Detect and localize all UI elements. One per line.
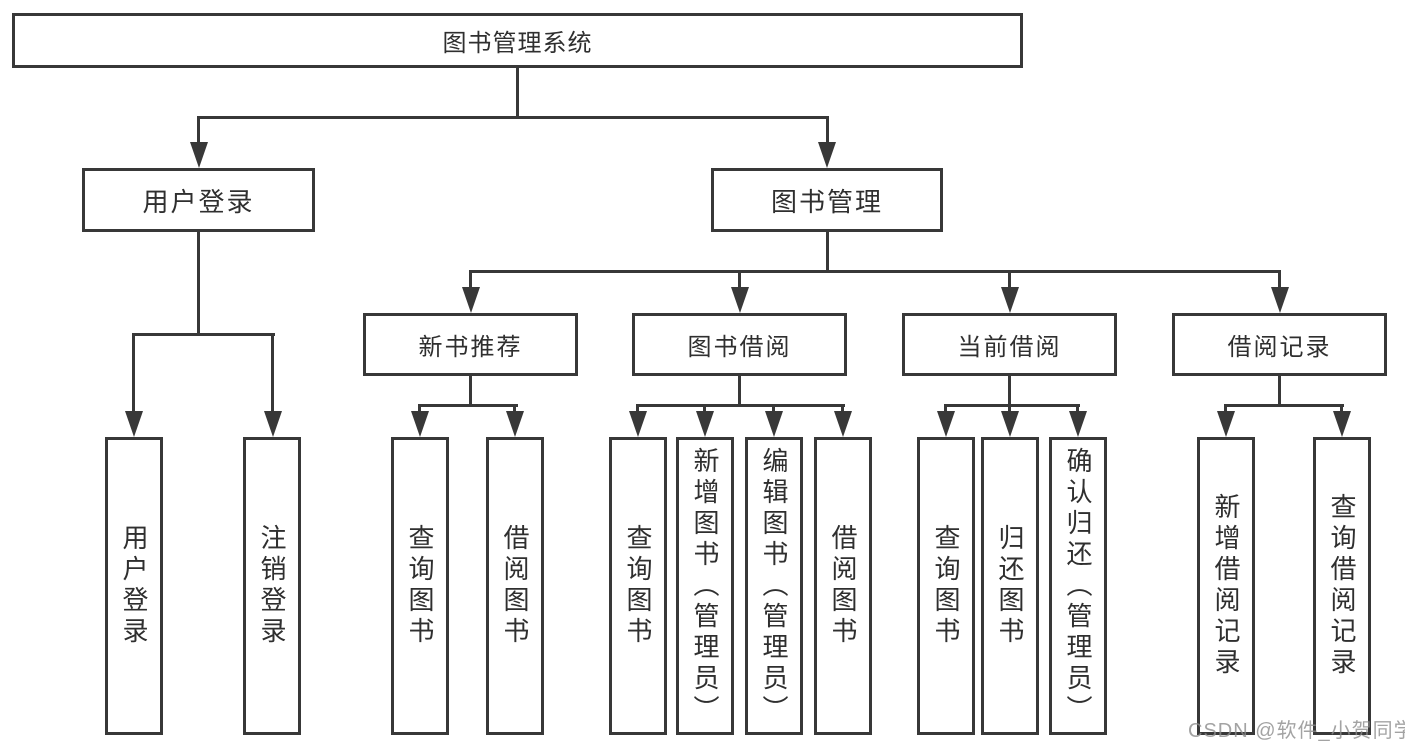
connector-segment	[513, 404, 516, 415]
node-label: 新书推荐	[418, 334, 523, 361]
node-label: 确认归还（管理员）	[1063, 446, 1093, 726]
node-label: 查询图书	[623, 524, 653, 648]
connector-segment	[1278, 270, 1281, 290]
node-label: 查询图书	[931, 524, 961, 648]
connector-segment	[418, 404, 518, 407]
leaf-return-books: 归还图书	[981, 437, 1039, 735]
connector-segment	[841, 404, 844, 415]
leaf-query-books-1: 查询图书	[391, 437, 449, 735]
connector-segment	[772, 404, 775, 415]
leaf-query-books-2: 查询图书	[609, 437, 667, 735]
arrowhead	[264, 411, 282, 437]
connector-segment	[469, 270, 1281, 273]
connector-segment	[636, 404, 845, 407]
node-borrow-records: 借阅记录	[1172, 313, 1387, 376]
arrowhead	[937, 411, 955, 437]
arrowhead	[125, 411, 143, 437]
arrowhead	[696, 411, 714, 437]
connector-segment	[1278, 374, 1281, 407]
leaf-confirm-return-admin: 确认归还（管理员）	[1049, 437, 1107, 735]
node-label: 用户登录	[142, 186, 255, 217]
node-label: 归还图书	[995, 524, 1025, 648]
arrowhead	[765, 411, 783, 437]
node-label: 当前借阅	[957, 334, 1062, 361]
connector-segment	[703, 404, 706, 415]
leaf-query-books-3: 查询图书	[917, 437, 975, 735]
node-new-book-recommend: 新书推荐	[363, 313, 578, 376]
connector-segment	[738, 374, 741, 407]
node-label: 注销登录	[257, 524, 287, 648]
csdn-watermark: CSDN @软件_小贺同学	[1188, 720, 1405, 742]
node-label: 图书管理系统	[442, 30, 593, 57]
connector-segment	[1076, 404, 1079, 415]
connector-segment	[271, 333, 274, 413]
connector-segment	[1008, 404, 1011, 415]
node-label: 新增借阅记录	[1211, 493, 1241, 679]
connector-segment	[132, 333, 135, 413]
connector-segment	[197, 116, 200, 144]
connector-segment	[1008, 270, 1011, 290]
node-label: 图书借阅	[687, 334, 792, 361]
arrowhead	[1001, 411, 1019, 437]
node-book-borrowing: 图书借阅	[632, 313, 847, 376]
node-label: 编辑图书（管理员）	[759, 446, 789, 726]
node-label: 新增图书（管理员）	[690, 446, 720, 726]
leaf-user-login: 用户登录	[105, 437, 163, 735]
leaf-add-books-admin: 新增图书（管理员）	[676, 437, 734, 735]
connector-segment	[636, 404, 639, 415]
connector-segment	[132, 333, 275, 336]
arrowhead	[834, 411, 852, 437]
connector-segment	[418, 404, 421, 415]
arrowhead	[818, 142, 836, 168]
connector-segment	[1224, 404, 1344, 407]
arrowhead	[411, 411, 429, 437]
node-label: 查询借阅记录	[1327, 493, 1357, 679]
arrowhead	[506, 411, 524, 437]
connector-segment	[197, 116, 829, 119]
node-label: 借阅记录	[1227, 334, 1332, 361]
node-label: 借阅图书	[500, 524, 530, 648]
connector-segment	[197, 230, 200, 336]
arrowhead	[190, 142, 208, 168]
connector-segment	[1224, 404, 1227, 415]
connector-segment	[469, 270, 472, 290]
connector-segment	[944, 404, 1080, 407]
connector-segment	[826, 116, 829, 144]
arrowhead	[629, 411, 647, 437]
node-root-library-system: 图书管理系统	[12, 13, 1023, 68]
node-label: 用户登录	[119, 524, 149, 648]
arrowhead	[462, 287, 480, 313]
node-label: 借阅图书	[828, 524, 858, 648]
leaf-borrow-books-1: 借阅图书	[486, 437, 544, 735]
arrowhead	[1271, 287, 1289, 313]
arrowhead	[1001, 287, 1019, 313]
connector-segment	[944, 404, 947, 415]
arrowhead	[731, 287, 749, 313]
leaf-logout: 注销登录	[243, 437, 301, 735]
leaf-borrow-books-2: 借阅图书	[814, 437, 872, 735]
connector-segment	[469, 374, 472, 407]
node-current-borrowing: 当前借阅	[902, 313, 1117, 376]
node-label: 查询图书	[405, 524, 435, 648]
connector-segment	[1008, 374, 1011, 407]
node-book-management: 图书管理	[711, 168, 943, 232]
arrowhead	[1333, 411, 1351, 437]
node-label: 图书管理	[770, 186, 883, 217]
node-user-login: 用户登录	[82, 168, 315, 232]
leaf-add-borrow-record: 新增借阅记录	[1197, 437, 1255, 735]
connector-segment	[516, 66, 519, 119]
arrowhead	[1069, 411, 1087, 437]
connector-segment	[738, 270, 741, 290]
leaf-query-borrow-record: 查询借阅记录	[1313, 437, 1371, 735]
connector-segment	[1340, 404, 1343, 415]
connector-segment	[826, 230, 829, 273]
leaf-edit-books-admin: 编辑图书（管理员）	[745, 437, 803, 735]
arrowhead	[1217, 411, 1235, 437]
